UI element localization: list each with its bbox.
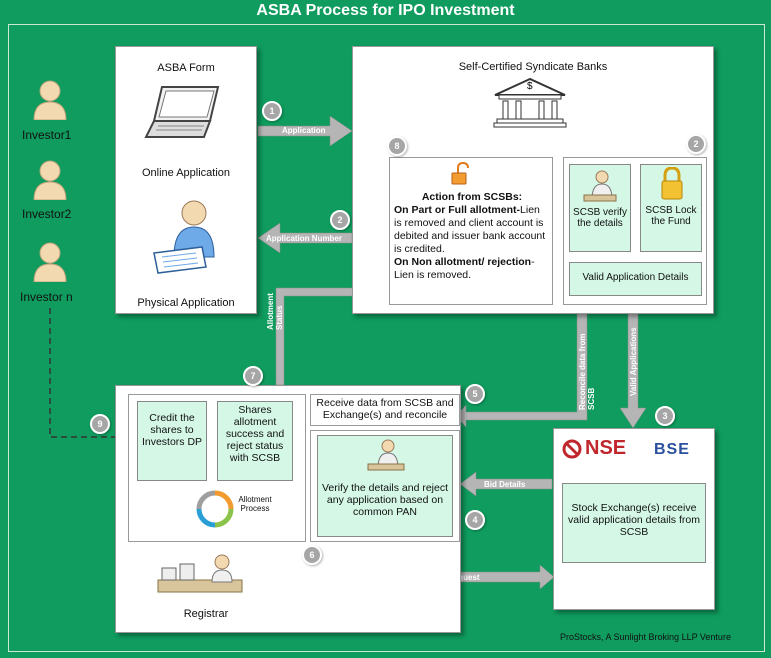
label-bid-details: Bid Details	[484, 480, 526, 489]
person-desk-icon	[367, 439, 405, 471]
registrar-box: Receive data from SCSB and Exchange(s) a…	[115, 385, 461, 633]
investor-1-label: Investor1	[22, 128, 72, 142]
action-title: Action from SCSBs:	[421, 191, 523, 203]
investor-n-label: Investor n	[20, 290, 73, 304]
part-full-head: On Part or Full allotment-	[394, 204, 521, 216]
scsb-verify-label: SCSB verify the details	[573, 207, 627, 229]
investor-n	[30, 240, 70, 287]
page-title: ASBA Process for IPO Investment	[256, 2, 515, 19]
registrar-verify-label: Verify the details and reject any applic…	[321, 482, 449, 518]
label-allotment-status: Allotment Status	[266, 293, 284, 330]
reconcile-arrow	[455, 311, 588, 428]
valid-applications-arrow	[619, 307, 647, 429]
person-icon	[33, 242, 67, 283]
non-allot-body: -Lien is removed.	[394, 256, 535, 281]
credit-shares-panel: Credit the shares to Investors DP	[137, 401, 207, 481]
laptop-icon	[144, 86, 220, 138]
person-writing-icon	[153, 200, 215, 274]
person-desk-icon	[583, 170, 617, 202]
valid-details-panel: Valid Application Details	[569, 262, 702, 296]
nse-text: NSE	[585, 437, 627, 459]
scsb-title: Self-Certified Syndicate Banks	[458, 61, 608, 73]
registrar-verify-box: Verify the details and reject any applic…	[310, 430, 460, 542]
nse-logo-icon	[562, 439, 582, 459]
shares-status-panel: Shares allotment success and reject stat…	[217, 401, 293, 481]
step-4-badge: 4	[465, 510, 485, 530]
exchange-box: NSE BSE Stock Exchange(s) receive valid …	[553, 428, 715, 610]
step-8-badge: 8	[387, 136, 407, 156]
label-valid-applications: Valid Applications	[629, 327, 638, 396]
registrar-icon	[157, 554, 243, 593]
step-2b-badge: 2	[686, 134, 706, 154]
bid-details-arrow	[459, 471, 553, 497]
physical-application-label: Physical Application	[137, 297, 235, 309]
exchange-receive-panel: Stock Exchange(s) receive valid applicat…	[562, 483, 706, 563]
bank-icon	[493, 77, 567, 128]
bse-logo: BSE	[654, 441, 690, 458]
part-full-body: Lien is removed and client account is de…	[394, 204, 546, 255]
scsb-verify-panel: SCSB verify the details	[569, 164, 631, 252]
investor-dashed-line	[49, 308, 135, 438]
online-application-label: Online Application	[141, 167, 231, 179]
asba-form-title: ASBA Form	[157, 62, 215, 74]
allotment-box: Credit the shares to Investors DP Shares…	[128, 394, 306, 542]
label-application: Application	[282, 126, 326, 135]
label-reconcile: Reconcile data from SCSB	[578, 333, 596, 410]
non-allot-head: On Non allotment/ rejection	[394, 256, 532, 268]
footer-credit: ProStocks, A Sunlight Broking LLP Ventur…	[560, 632, 731, 642]
step-7-badge: 7	[243, 366, 263, 386]
unlock-icon	[451, 162, 469, 185]
person-icon	[33, 160, 67, 201]
action-box: Action from SCSBs: On Part or Full allot…	[389, 157, 553, 305]
scsb-lock-label: SCSB Lock the Fund	[645, 205, 697, 227]
application-number-arrow	[257, 222, 353, 254]
step-2-badge: 2	[330, 210, 350, 230]
registrar-verify-panel: Verify the details and reject any applic…	[317, 435, 453, 537]
cycle-icon	[196, 490, 234, 528]
scsb-box: Self-Certified Syndicate Banks $ Action …	[352, 46, 714, 314]
person-icon	[33, 80, 67, 121]
exchange-receive-label: Stock Exchange(s) receive valid applicat…	[568, 502, 700, 538]
step-6-badge: 6	[302, 545, 322, 565]
bank-dollar-symbol: $	[527, 81, 533, 92]
lock-icon	[661, 167, 683, 200]
step-3-badge: 3	[655, 406, 675, 426]
allotment-process-label: Allotment Process	[238, 495, 272, 513]
registrar-label: Registrar	[183, 608, 229, 620]
investor-2-label: Investor2	[22, 207, 72, 221]
outer-frame	[8, 24, 765, 652]
step-9-badge: 9	[90, 414, 110, 434]
action-text: Action from SCSBs: On Part or Full allot…	[394, 191, 550, 282]
label-application-number: Application Number	[266, 234, 343, 243]
credit-shares-label: Credit the shares to Investors DP	[141, 412, 203, 448]
shares-status-label: Shares allotment success and reject stat…	[225, 404, 285, 464]
asba-form-box: ASBA Form Online Application Physical Ap…	[115, 46, 257, 314]
scsb-process-box: SCSB verify the details SCSB Lock the Fu…	[563, 157, 707, 305]
application-arrow	[257, 115, 353, 147]
scsb-lock-panel: SCSB Lock the Fund	[640, 164, 702, 252]
investor-2	[30, 158, 70, 205]
valid-details-label: Valid Application Details	[582, 272, 689, 283]
registrar-receive-label: Receive data from SCSB and Exchange(s) a…	[316, 397, 454, 421]
registrar-receive-panel: Receive data from SCSB and Exchange(s) a…	[310, 394, 460, 426]
step-5-badge: 5	[465, 384, 485, 404]
step-1-badge: 1	[262, 101, 282, 121]
investor-1	[30, 78, 70, 125]
